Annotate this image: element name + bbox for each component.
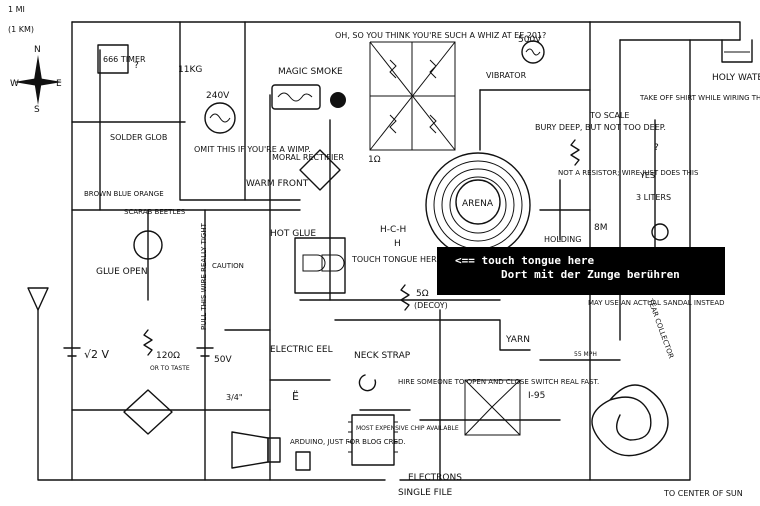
bridge-rectifier-bottom (123, 389, 173, 435)
bomb-icon (330, 92, 346, 108)
tooltip: <== touch tongue here Dort mit der Zunge… (437, 247, 725, 295)
liters-label: 3 LITERS (636, 193, 671, 202)
magic-smoke-box (271, 84, 321, 110)
i95-label: I-95 (528, 391, 545, 401)
or-to-taste-label: OR TO TASTE (150, 365, 190, 372)
neck-strap-label: NECK STRAP (354, 351, 411, 361)
weight-label: 11kg (178, 65, 202, 75)
highway-junction (464, 379, 521, 436)
arena-label: ARENA (462, 199, 494, 209)
electric-eel-label: ELECTRIC EEL (270, 345, 333, 355)
vibrator-label: VIBRATOR (486, 71, 527, 80)
yarn-label: YARN (505, 335, 530, 345)
arduino-label: ARDUINO, JUST FOR BLOG CRED. (290, 438, 406, 446)
speaker-horn (231, 431, 281, 469)
resistor-not-a-resistor (570, 139, 580, 166)
solder-glob-label: SOLDER GLOB (110, 133, 167, 142)
transistor-q1 (133, 230, 163, 260)
scale-km-label: (1 km) (8, 25, 34, 34)
arduino-board (295, 451, 311, 471)
hch-label: H-C-H (380, 225, 406, 235)
antenna (27, 287, 49, 311)
battery-50v (196, 347, 214, 357)
most-expensive-label: MOST EXPENSIVE CHIP AVAILABLE (356, 425, 459, 432)
sqrt2-label: √2 V (84, 348, 110, 361)
hch-h-label: H (394, 239, 401, 249)
neck-strap-coil (358, 374, 377, 392)
moral-rectifier-label: MORAL RECTIFIER (272, 153, 344, 162)
sandal-label: MAY USE AN ACTUAL SANDAL INSTEAD (588, 299, 725, 307)
hire-someone-label: HIRE SOMEONE TO OPEN AND CLOSE SWITCH RE… (398, 378, 599, 386)
not-resistor-label: NOT A RESISTOR; WIRE JUST DOES THIS (558, 169, 699, 177)
resistor-mesh (369, 41, 456, 151)
speed-limit-label: 55 MPH (574, 351, 597, 358)
brown-blue-orange-label: BROWN BLUE ORANGE (84, 190, 164, 198)
most-expensive-chip (348, 414, 398, 466)
hot-glue-logic-block (294, 237, 346, 294)
power-source-240v (204, 102, 236, 134)
bury-deep-label: BURY DEEP, BUT NOT TOO DEEP. (535, 123, 666, 132)
holding-label: HOLDING (544, 235, 581, 244)
resistor-5ohm (400, 284, 410, 311)
umlaut-e-label: ë (292, 390, 299, 403)
scale-label: 1 mi (8, 5, 25, 14)
one-ohm-label: 1Ω (368, 155, 381, 165)
power-source-500v (521, 40, 545, 64)
compass-s-label: S (34, 105, 40, 115)
center-of-sun-label: TO CENTER OF SUN (663, 489, 743, 498)
decoy-label: (DECOY) (414, 301, 448, 310)
holy-water-label: HOLY WATER (712, 73, 760, 83)
question-label-2: ? (654, 143, 659, 153)
holy-water-container (721, 39, 753, 63)
timer-chip (97, 44, 129, 74)
magic-smoke-label: MAGIC SMOKE (278, 67, 343, 77)
glue-open-label: GLUE OPEN (96, 267, 148, 277)
pull-wire-label: PULL THIS WIRE REALLY TIGHT (200, 222, 208, 330)
v50-label: 50V (214, 355, 232, 365)
scarab-label: SCARAB BEETLES (124, 208, 186, 216)
compass-rose (14, 55, 62, 105)
timer-label: 666 TIMER (103, 55, 146, 64)
v500-label: 500V (518, 35, 542, 45)
tooltip-line-2: Dort mit der Zunge berühren (501, 268, 680, 281)
battery-sqrt2 (63, 347, 81, 357)
caution-label: CAUTION (212, 262, 244, 270)
hot-glue-label: HOT GLUE (270, 229, 316, 239)
compass-w-label: W (10, 79, 19, 89)
compass-n-label: N (34, 45, 41, 55)
tooltip-line-1: <== touch tongue here (455, 254, 595, 267)
lightbulb (651, 223, 669, 241)
ohm120-label: 120Ω (156, 351, 180, 361)
omit-label: OMIT THIS IF YOU'RE A WIMP. (194, 145, 311, 154)
meters-label: 8m (594, 223, 608, 233)
take-off-shirt-label: TAKE OFF SHIRT WHILE WIRING THIS PART. O… (639, 94, 760, 102)
question-label-1: ? (134, 61, 139, 71)
touch-tongue-label: TOUCH TONGUE HERE (351, 255, 442, 264)
electrons-label: ELECTRONS (408, 473, 462, 483)
five-ohm-label: 5Ω (416, 289, 429, 299)
warm-front-label: WARM FRONT (246, 179, 309, 189)
labels: 1 mi (1 km) N S E W 666 TIMER 11kg ? MAG… (8, 5, 760, 498)
yes-label: YES (639, 171, 655, 180)
v240-label: 240V (206, 91, 230, 101)
single-file-label: SINGLE FILE (398, 488, 452, 498)
three-quarter-label: 3/4" (226, 393, 243, 402)
whiz-label: OH, SO YOU THINK YOU'RE SUCH A WHIZ AT E… (335, 31, 546, 40)
compass-e-label: E (56, 79, 62, 89)
to-scale-label: TO SCALE (589, 111, 629, 120)
resistor-120 (143, 329, 153, 356)
tangled-wire-ball (591, 384, 669, 457)
bridge-rectifier-moral (299, 149, 341, 191)
